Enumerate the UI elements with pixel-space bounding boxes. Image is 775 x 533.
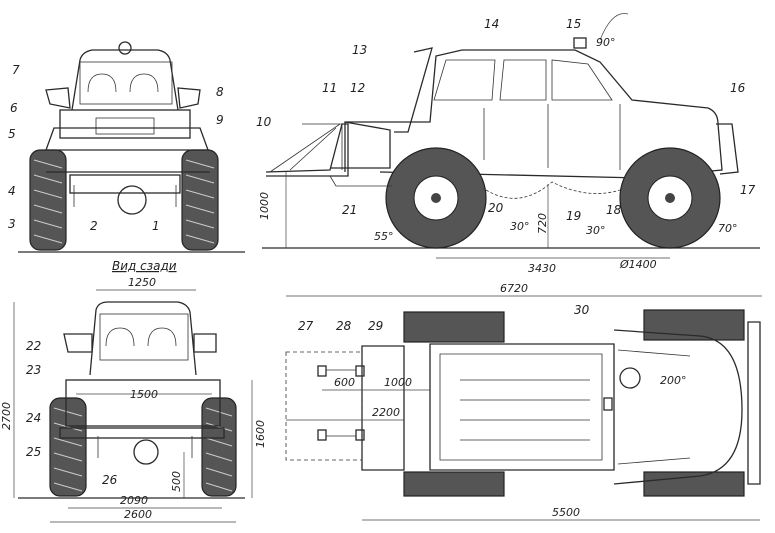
- callout-15: 15: [566, 17, 581, 31]
- callout-18: 18: [606, 203, 622, 217]
- callout-28: 28: [336, 319, 352, 333]
- callout-labels: 1 2 3 4 5 6 7 8 9 10 11 12 13 14 15 16 1…: [8, 17, 756, 487]
- callout-13: 13: [352, 43, 367, 57]
- dim-rear-total-width: 2600: [124, 508, 152, 521]
- callout-2: 2: [90, 219, 98, 233]
- angle-approach: 55°: [374, 230, 394, 243]
- front-view: [18, 41, 245, 253]
- callout-26: 26: [102, 473, 118, 487]
- callout-10: 10: [256, 115, 272, 129]
- side-view: [262, 37, 760, 249]
- dim-rear-total-height: 2700: [0, 402, 13, 430]
- dim-rear-track: 2090: [120, 494, 148, 507]
- callout-24: 24: [26, 411, 41, 425]
- callout-9: 9: [216, 113, 224, 127]
- callout-5: 5: [8, 127, 16, 141]
- dim-side-height: 1000: [258, 192, 271, 220]
- callout-6: 6: [10, 101, 18, 115]
- callout-30: 30: [574, 303, 590, 317]
- dim-wheel-diameter: Ø1400: [619, 258, 657, 271]
- dim-rear-height: 1600: [254, 420, 267, 448]
- dim-ground-clearance: 720: [536, 213, 549, 234]
- callout-22: 22: [26, 339, 41, 353]
- dim-plan-hitch-b: 1000: [384, 376, 412, 389]
- angle-departure: 70°: [718, 222, 738, 235]
- callout-8: 8: [216, 85, 224, 99]
- callout-17: 17: [740, 183, 756, 197]
- dimension-labels: 1000 3430 Ø1400 720 2700 1250 1500 2090 …: [0, 192, 657, 521]
- dim-rear-inner: 1500: [130, 388, 158, 401]
- rear-view-caption: Вид сзади: [112, 259, 177, 273]
- callout-27: 27: [298, 319, 314, 333]
- angle-steer: 200°: [660, 374, 687, 387]
- rear-view: Вид сзади: [18, 259, 245, 499]
- angle-breakover: 30°: [586, 224, 606, 237]
- callout-25: 25: [26, 445, 41, 459]
- callout-14: 14: [484, 17, 499, 31]
- dim-plan-hitch-a: 600: [334, 376, 355, 389]
- plan-view: [285, 309, 761, 497]
- callout-16: 16: [730, 81, 746, 95]
- callout-12: 12: [350, 81, 365, 95]
- dim-rear-top-width: 1250: [128, 276, 156, 289]
- dim-plan-total: 6720: [500, 282, 528, 295]
- callout-1: 1: [152, 219, 160, 233]
- callout-3: 3: [8, 217, 16, 231]
- callout-4: 4: [8, 184, 16, 198]
- angle-labels: 90° 55° 30° 30° 70° 200°: [374, 13, 738, 387]
- dim-plan-hitch-width: 2200: [372, 406, 400, 419]
- callout-11: 11: [322, 81, 337, 95]
- callout-21: 21: [342, 203, 357, 217]
- callout-7: 7: [12, 63, 20, 77]
- callout-29: 29: [368, 319, 383, 333]
- angle-mid: 30°: [510, 220, 530, 233]
- callout-19: 19: [566, 209, 581, 223]
- callout-20: 20: [488, 201, 504, 215]
- angle-roof: 90°: [596, 36, 616, 49]
- dim-plan-body: 5500: [552, 506, 580, 519]
- dimension-lines: [13, 172, 762, 523]
- dim-rear-axle-height: 500: [170, 471, 183, 492]
- callout-23: 23: [26, 363, 41, 377]
- dim-wheelbase: 3430: [528, 262, 556, 275]
